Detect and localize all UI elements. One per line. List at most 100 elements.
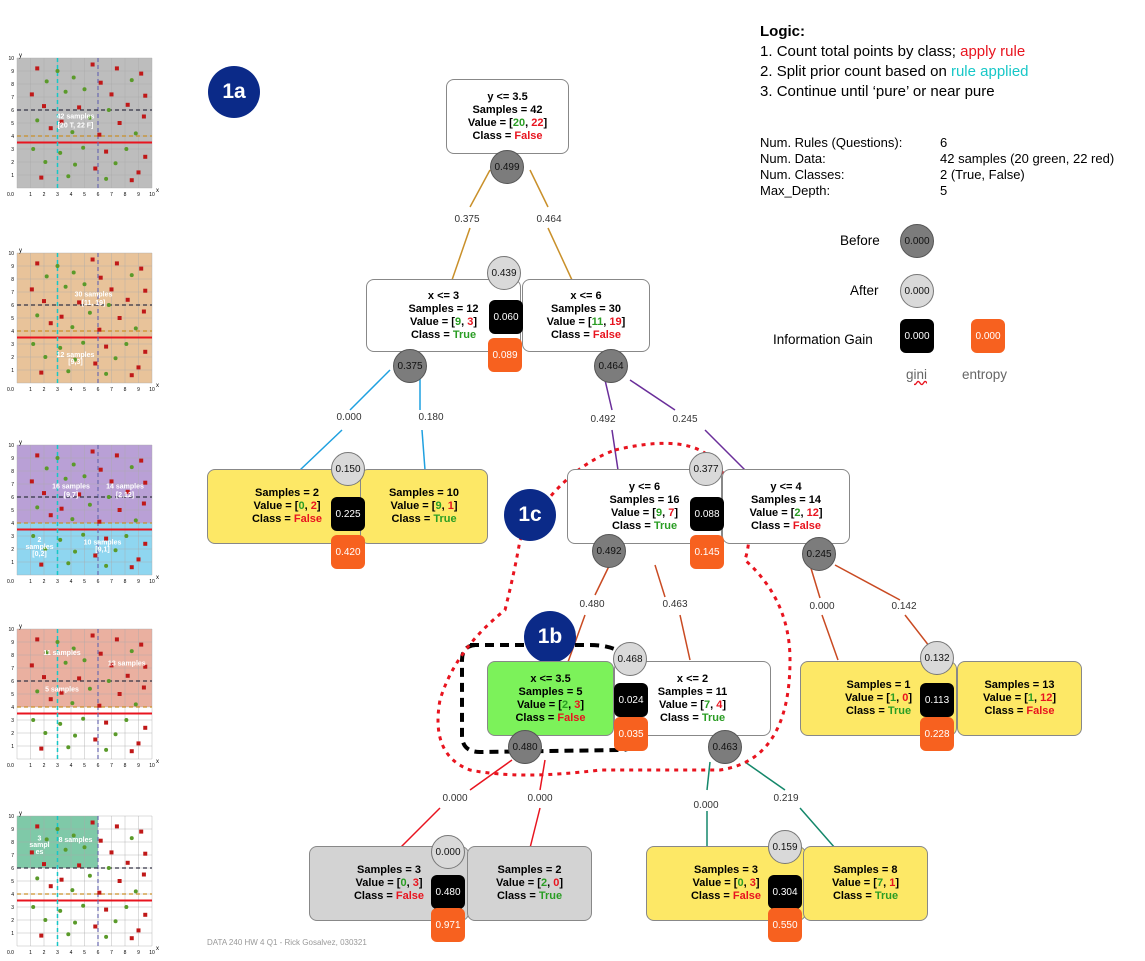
class-label: Class =	[391, 513, 434, 525]
plot-point-red	[109, 92, 114, 97]
plot-point-red	[93, 361, 98, 366]
plot-point-green	[81, 145, 86, 150]
plot-x-tick: 10	[149, 950, 155, 956]
plot-point-red	[136, 365, 141, 370]
edge-gini-label: 0.000	[440, 793, 470, 804]
plot-x-tick: 3	[56, 192, 59, 198]
plot-point-red	[90, 820, 95, 825]
plot-y-tick: 8	[11, 840, 14, 846]
value-false-count: 0	[553, 877, 560, 889]
plot-point-red	[93, 166, 98, 171]
plot-region-label: 3	[38, 835, 42, 842]
plot-y-tick: 5	[11, 879, 14, 885]
plot-point-green	[87, 502, 92, 507]
plot-point-red	[139, 71, 144, 76]
plot-point-green	[73, 357, 78, 362]
plot-point-red	[141, 501, 146, 506]
plot-x-tick: 9	[137, 579, 140, 585]
edge-r1r-left-lower	[821, 614, 839, 661]
plot-y-axis-label: y	[19, 624, 22, 630]
plot-point-green	[71, 462, 76, 467]
value-label: Value =	[253, 500, 295, 512]
plot-point-green	[44, 650, 49, 655]
edge-gini-label: 0.464	[534, 214, 564, 225]
plot-point-red	[59, 314, 64, 319]
plot-point-green	[82, 282, 87, 287]
plot-y-tick: 10	[8, 814, 14, 820]
edge-root-left-lower	[451, 227, 471, 281]
param-data-label: Num. Data:	[760, 151, 826, 166]
step2-highlight: rule applied	[950, 63, 1029, 80]
plot-point-red	[136, 170, 141, 175]
class-label: Class =	[515, 711, 558, 724]
plot-y-tick: 8	[11, 277, 14, 283]
plot-point-red	[125, 297, 130, 302]
plot-region-label: 8 samples	[59, 837, 93, 844]
plot-point-red	[104, 149, 109, 154]
node-class: Class = True	[846, 705, 911, 718]
plot-y-tick: 7	[11, 95, 14, 101]
class-label: Class =	[690, 890, 733, 902]
plot-point-green	[133, 518, 138, 523]
plot-point-red	[114, 453, 119, 458]
plot-point-green	[124, 534, 129, 538]
value-true-count: 2	[540, 877, 548, 889]
plot-point-green	[35, 313, 40, 318]
plot-region-label: 11 samples	[43, 650, 80, 657]
node-class: Class = True	[660, 712, 725, 725]
plot-y-tick: 10	[8, 251, 14, 257]
samples-label: Samples =	[984, 679, 1043, 691]
plot-point-red	[141, 309, 146, 314]
samples-label: Samples =	[408, 302, 467, 315]
info-gain-gini-box: 0.060	[489, 300, 523, 334]
value-true-count: 1	[889, 692, 897, 704]
plot-point-green	[70, 517, 75, 522]
samples-value: 12	[466, 302, 479, 315]
class-value: True	[874, 890, 899, 902]
edge-gini-label: 0.000	[691, 800, 721, 811]
plot-point-red	[39, 746, 44, 751]
class-value: False	[732, 890, 762, 902]
node-value: Value = [2, 12]	[749, 506, 823, 519]
plot-x-tick: 10	[149, 579, 155, 585]
plot-point-red	[48, 513, 53, 518]
plot-point-green	[87, 310, 92, 315]
plot-x-tick: 6	[97, 579, 100, 585]
node-samples: Samples = 13	[984, 679, 1054, 692]
gini-before-circle: 0.463	[708, 730, 742, 764]
node-samples: Samples = 12	[408, 303, 478, 316]
samples-label: Samples =	[833, 864, 892, 876]
plot-point-red	[129, 373, 134, 378]
node-value: Value = [7, 4]	[659, 698, 726, 711]
plot-x-tick: 1	[29, 192, 32, 198]
node-class: Class = False	[984, 705, 1054, 718]
plot-point-green	[71, 646, 76, 651]
plot-point-green	[35, 689, 40, 694]
plot-x-tick: 2	[43, 387, 46, 393]
plot-point-green	[35, 505, 40, 510]
samples-value: 3	[751, 864, 758, 876]
node-samples: Samples = 10	[389, 487, 459, 500]
samples-label: Samples =	[472, 103, 531, 116]
plot-x-tick: 7	[110, 950, 113, 956]
plot-y-tick: 8	[11, 653, 14, 659]
plot-point-red	[117, 879, 122, 883]
samples-value: 13	[1042, 679, 1055, 691]
param-rules-value: 6	[940, 135, 948, 150]
plot-point-red	[77, 300, 82, 305]
plot-x-axis-label: x	[156, 946, 159, 952]
plot-point-green	[87, 873, 92, 878]
samples-value: 1	[904, 679, 911, 691]
plot-point-red	[139, 829, 144, 834]
plot-y-tick: 1	[11, 560, 14, 566]
legend-entropy-label: entropy	[962, 367, 1008, 382]
edge-gini-label: 0.000	[334, 412, 364, 423]
plot-point-green	[124, 342, 129, 346]
plot-point-green	[44, 466, 49, 471]
plot-point-green	[106, 495, 111, 499]
plot-y-tick: 1	[11, 368, 14, 374]
edge-r2l-right-lower	[529, 807, 541, 849]
